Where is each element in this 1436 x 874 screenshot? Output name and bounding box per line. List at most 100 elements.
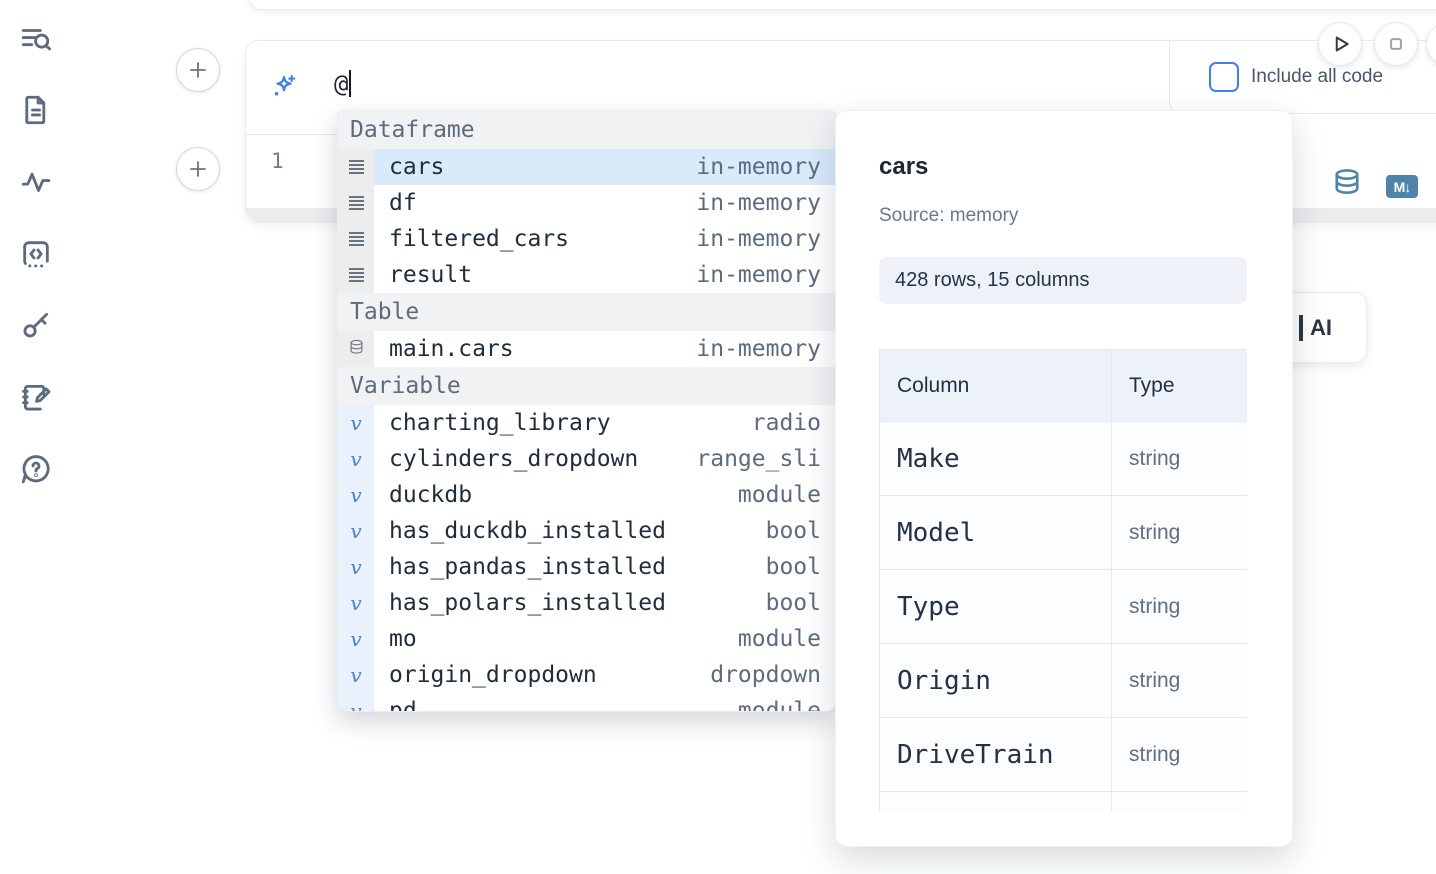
ai-prompt-text: @ — [334, 70, 349, 98]
autocomplete-item-name: has_pandas_installed — [389, 554, 666, 580]
autocomplete-item-name: result — [389, 262, 473, 288]
autocomplete-item-type: dropdown — [710, 662, 821, 688]
ai-prompt-input[interactable]: @ — [334, 68, 352, 100]
schema-column-name: Model — [879, 495, 1112, 570]
include-all-code-panel: Include all code — [1169, 41, 1436, 114]
autocomplete-item-type: range_sli — [696, 446, 821, 472]
schema-header-row: Column Type — [879, 349, 1247, 422]
autocomplete-item-type: bool — [765, 590, 821, 616]
schema-column-type: string — [1111, 643, 1247, 718]
variable-icon — [350, 413, 361, 433]
autocomplete-item-type: bool — [765, 518, 821, 544]
autocomplete-item-name: origin_dropdown — [389, 662, 597, 688]
autocomplete-item-has_pandas_installed[interactable]: has_pandas_installed bool — [338, 549, 835, 585]
schema-column-name: Make — [879, 421, 1112, 496]
variable-icon — [350, 485, 361, 505]
schema-header-type: Type — [1111, 349, 1247, 422]
autocomplete-item-type: module — [737, 698, 821, 712]
autocomplete-item-result[interactable]: result in-memory — [338, 257, 835, 293]
autocomplete-item-type: in-memory — [696, 262, 821, 288]
autocomplete-item-type: in-memory — [696, 336, 821, 362]
schema-column-type: string — [1111, 717, 1247, 792]
key-icon[interactable] — [18, 307, 54, 343]
schema-row: Origin string — [879, 643, 1247, 718]
include-all-code-checkbox[interactable] — [1209, 62, 1239, 92]
ai-sparkle-icon — [274, 75, 296, 96]
include-all-code-label: Include all code — [1251, 66, 1384, 87]
autocomplete-item-cylinders_dropdown[interactable]: cylinders_dropdown range_sli — [338, 441, 835, 477]
dataframe-icon — [348, 268, 364, 282]
cell-toolbar — [1332, 167, 1418, 206]
stop-button[interactable] — [1374, 22, 1418, 66]
autocomplete-item-has_duckdb_installed[interactable]: has_duckdb_installed bool — [338, 513, 835, 549]
schema-row: DriveTrain string — [879, 717, 1247, 792]
schema-column-name: DriveTrain — [879, 717, 1112, 792]
previous-cell-edge — [248, 0, 1436, 10]
document-icon[interactable] — [18, 92, 54, 128]
clipped-letter-fragment — [1299, 314, 1303, 341]
dataframe-icon — [348, 196, 364, 210]
autocomplete-item-charting_library[interactable]: charting_library radio — [338, 405, 835, 441]
schema-row: Type string — [879, 569, 1247, 644]
autocomplete-item-type: in-memory — [696, 154, 821, 180]
autocomplete-popup: Dataframe cars in-memory df in-memory fi… — [337, 110, 836, 712]
autocomplete-item-filtered_cars[interactable]: filtered_cars in-memory — [338, 221, 835, 257]
autocomplete-item-name: cars — [389, 154, 445, 180]
schema-row: Make string — [879, 421, 1247, 496]
autocomplete-item-type: module — [737, 482, 821, 508]
schema-column-type: string — [1111, 421, 1247, 496]
activity-icon[interactable] — [18, 164, 54, 200]
autocomplete-section-header: Variable — [338, 367, 835, 405]
autocomplete-item-pd[interactable]: pd module — [338, 693, 835, 712]
shape-badge: 428 rows, 15 columns — [879, 257, 1247, 304]
dataframe-icon — [348, 160, 364, 174]
dataframe-icon — [348, 232, 364, 246]
list-search-icon[interactable] — [18, 21, 54, 57]
autocomplete-item-mo[interactable]: mo module — [338, 621, 835, 657]
variable-icon — [350, 449, 361, 469]
autocomplete-item-cars[interactable]: cars in-memory — [338, 149, 835, 185]
autocomplete-item-type: in-memory — [696, 190, 821, 216]
variable-icon — [350, 665, 361, 685]
add-cell-above-button[interactable] — [176, 48, 220, 92]
database-icon[interactable] — [1332, 167, 1362, 206]
add-cell-below-button[interactable] — [176, 147, 220, 191]
help-chat-icon[interactable] — [18, 451, 54, 487]
autocomplete-item-name: charting_library — [389, 410, 611, 436]
autocomplete-item-df[interactable]: df in-memory — [338, 185, 835, 221]
editor-line-number: 1 — [271, 149, 284, 173]
autocomplete-item-name: has_duckdb_installed — [389, 518, 666, 544]
preview-source: Source: memory — [879, 205, 1019, 226]
schema-column-type: string — [1111, 495, 1247, 570]
autocomplete-item-name: cylinders_dropdown — [389, 446, 639, 472]
autocomplete-item-name: duckdb — [389, 482, 473, 508]
autocomplete-section-header: Table — [338, 293, 835, 331]
variable-icon — [350, 629, 361, 649]
autocomplete-item-type: in-memory — [696, 226, 821, 252]
dataframe-preview-popover: cars Source: memory 428 rows, 15 columns… — [835, 110, 1293, 847]
autocomplete-item-has_polars_installed[interactable]: has_polars_installed bool — [338, 585, 835, 621]
autocomplete-item-name: has_polars_installed — [389, 590, 666, 616]
autocomplete-item-origin_dropdown[interactable]: origin_dropdown dropdown — [338, 657, 835, 693]
schema-column-name — [879, 791, 1112, 811]
autocomplete-item-duckdb[interactable]: duckdb module — [338, 477, 835, 513]
variable-icon — [350, 557, 361, 577]
scratchpad-edit-icon[interactable] — [18, 379, 54, 415]
schema-column-name: Origin — [879, 643, 1112, 718]
schema-row: Model string — [879, 495, 1247, 570]
markdown-icon[interactable] — [1386, 175, 1418, 198]
variable-icon — [350, 701, 361, 711]
autocomplete-item-name: main.cars — [389, 336, 514, 362]
variable-icon — [350, 521, 361, 541]
autocomplete-item-name: mo — [389, 626, 417, 652]
schema-row-partial — [879, 791, 1247, 811]
schema-column-name: Type — [879, 569, 1112, 644]
run-cell-button[interactable] — [1318, 22, 1362, 66]
variable-icon — [350, 593, 361, 613]
autocomplete-section-header: Dataframe — [338, 111, 835, 149]
code-snippet-icon[interactable] — [18, 236, 54, 272]
autocomplete-item-main.cars[interactable]: main.cars in-memory — [338, 331, 835, 367]
preview-title: cars — [879, 153, 929, 180]
text-caret — [349, 70, 352, 97]
